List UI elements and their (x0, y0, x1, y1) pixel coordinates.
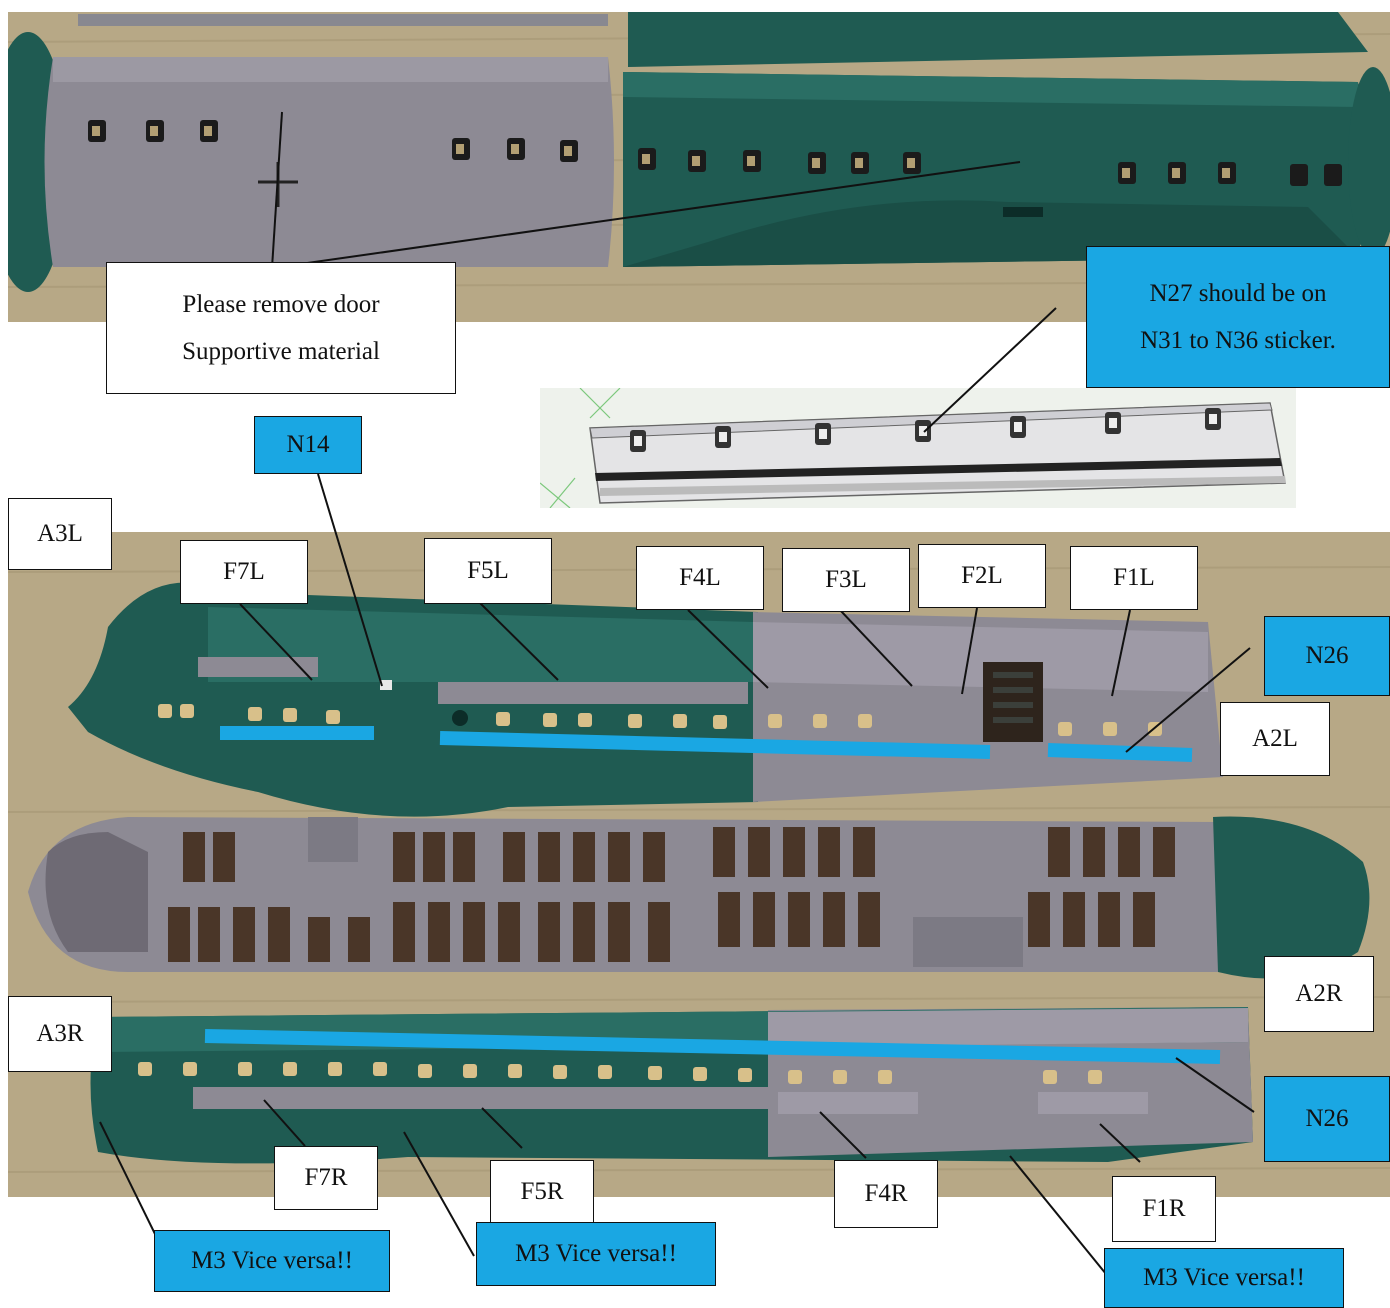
callout-f5r: F5R (490, 1160, 594, 1224)
callout-remove-door: Please remove door Supportive material (106, 262, 456, 394)
callout-n14: N14 (254, 416, 362, 474)
callout-m3-right: M3 Vice versa!! (1104, 1248, 1344, 1308)
callout-f7l: F7L (180, 540, 308, 604)
callout-f1r: F1R (1112, 1176, 1216, 1242)
callout-f5l: F5L (424, 538, 552, 604)
callout-n26-top: N26 (1264, 616, 1390, 696)
callout-a3r: A3R (8, 996, 112, 1072)
callout-n27-line2: N31 to N36 sticker. (1140, 327, 1336, 354)
callout-f4l: F4L (636, 546, 764, 610)
callout-a2r: A2R (1264, 956, 1374, 1032)
callout-a3l: A3L (8, 498, 112, 570)
cad-render-n27 (540, 388, 1296, 508)
callout-n27-sticker: N27 should be on N31 to N36 sticker. (1086, 246, 1390, 388)
callout-remove-door-line2: Supportive material (182, 338, 380, 365)
callout-n26-bottom: N26 (1264, 1076, 1390, 1162)
callout-a2l: A2L (1220, 702, 1330, 776)
callout-f1l: F1L (1070, 546, 1198, 610)
callout-f7r: F7R (274, 1146, 378, 1210)
callout-f2l: F2L (918, 544, 1046, 608)
callout-m3-mid: M3 Vice versa!! (476, 1222, 716, 1286)
callout-m3-left: M3 Vice versa!! (154, 1230, 390, 1292)
callout-f4r: F4R (834, 1160, 938, 1228)
interior-photo-bottom (8, 532, 1390, 1197)
callout-f3l: F3L (782, 548, 910, 612)
callout-n27-line1: N27 should be on (1149, 279, 1327, 307)
callout-remove-door-line1: Please remove door (182, 290, 380, 318)
